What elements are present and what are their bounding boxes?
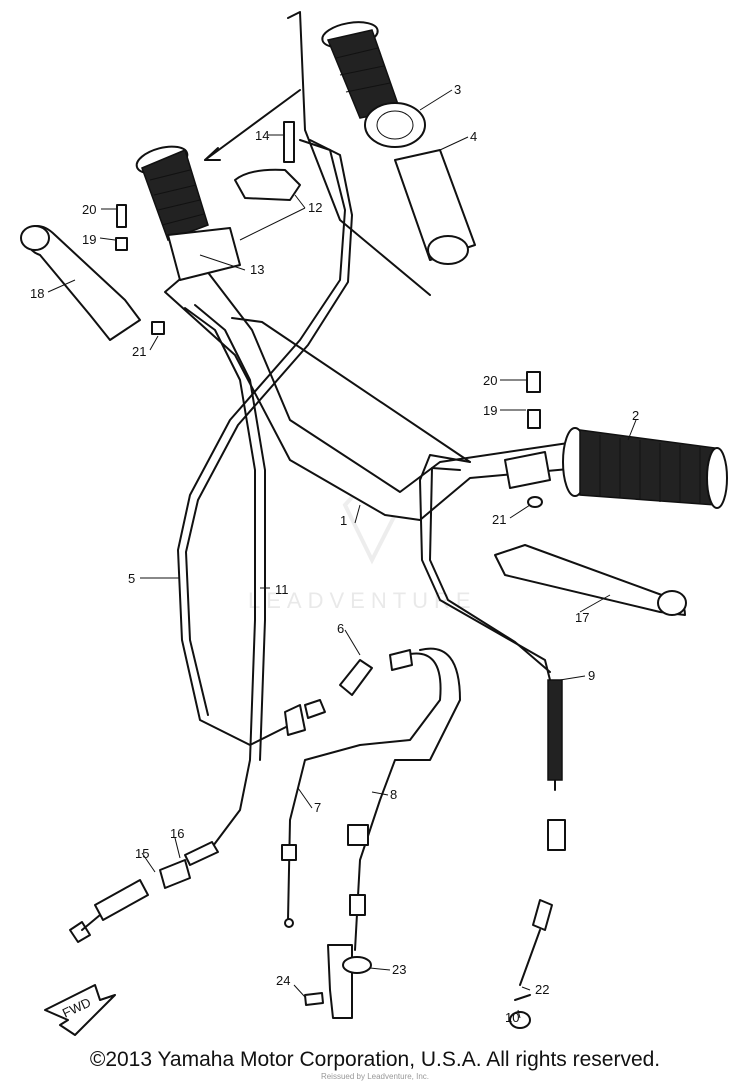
hardware <box>115 121 531 1029</box>
leader-lines <box>47 89 637 1019</box>
callout-5: 5 <box>128 571 135 586</box>
callout-22: 22 <box>535 982 549 997</box>
callout-20-left: 20 <box>82 202 96 217</box>
cable-end-7 <box>281 844 297 928</box>
callout-16: 16 <box>170 826 184 841</box>
callout-9: 9 <box>588 668 595 683</box>
callout-11: 11 <box>275 582 289 597</box>
callout-18: 18 <box>30 286 44 301</box>
callout-8: 8 <box>390 787 397 802</box>
callout-14: 14 <box>255 128 269 143</box>
reissue-notice: Reissued by Leadventure, Inc. <box>320 1072 430 1081</box>
callout-12: 12 <box>308 200 322 215</box>
callout-3: 3 <box>454 82 461 97</box>
callout-10: 10 <box>505 1010 519 1025</box>
callout-1: 1 <box>340 513 347 528</box>
right-grip <box>504 371 728 509</box>
brake-cable-end <box>519 679 566 986</box>
callout-21-right: 21 <box>492 512 506 527</box>
clutch-lever <box>20 225 141 341</box>
cables <box>177 139 556 951</box>
callout-24: 24 <box>276 973 290 988</box>
callout-19-right: 19 <box>483 403 497 418</box>
throttle-cable-end <box>304 824 372 1019</box>
callout-23: 23 <box>392 962 406 977</box>
callout-21-left: 21 <box>132 344 146 359</box>
callout-labels: 1 2 3 4 5 6 7 8 9 10 11 12 13 14 15 16 1… <box>30 82 639 1025</box>
inset-grips <box>204 11 476 296</box>
callout-2: 2 <box>632 408 639 423</box>
watermark-logo: LEADVENTURE <box>248 472 477 613</box>
callout-4: 4 <box>470 129 477 144</box>
brake-lever <box>494 544 687 616</box>
watermark-text: LEADVENTURE <box>248 588 477 613</box>
fwd-arrow-icon: FWD <box>44 984 116 1036</box>
callout-20-right: 20 <box>483 373 497 388</box>
callout-17: 17 <box>575 610 589 625</box>
callout-6: 6 <box>337 621 344 636</box>
cable-adjuster <box>69 841 219 943</box>
cable-junction <box>284 649 413 736</box>
callout-19-left: 19 <box>82 232 96 247</box>
callout-13: 13 <box>250 262 264 277</box>
callout-15: 15 <box>135 846 149 861</box>
left-grip-assembly <box>135 145 241 281</box>
copyright-notice: ©2013 Yamaha Motor Corporation, U.S.A. A… <box>89 1048 661 1071</box>
callout-7: 7 <box>314 800 321 815</box>
